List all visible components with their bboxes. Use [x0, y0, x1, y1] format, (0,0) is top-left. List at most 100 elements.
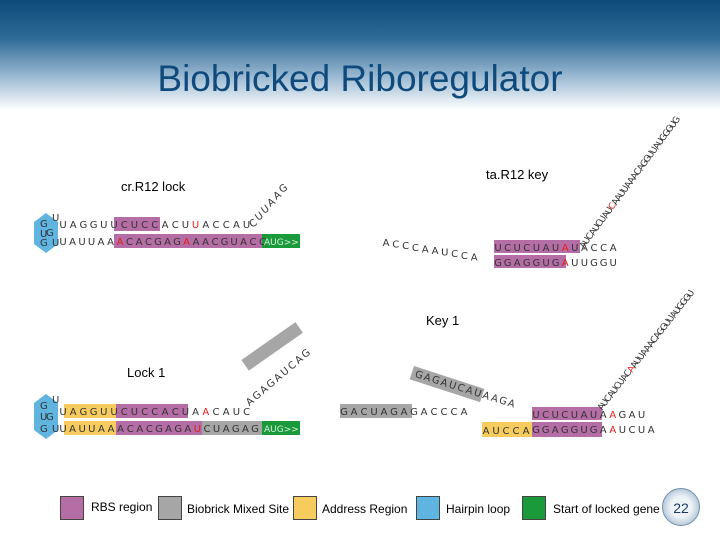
- nucleotide: A: [70, 407, 77, 418]
- lock-bottom-hairpin-loop: [34, 394, 58, 439]
- nucleotide: U: [552, 410, 559, 421]
- nucleotide: A: [652, 330, 664, 341]
- nucleotide: U: [590, 410, 597, 421]
- nucleotide: G: [174, 424, 182, 435]
- nucleotide: U: [110, 407, 117, 418]
- nucleotide: U: [532, 410, 539, 421]
- nucleotide: A: [108, 424, 115, 435]
- nucleotide: U: [610, 258, 617, 269]
- nucleotide: A: [600, 425, 607, 436]
- legend-swatch-start: [522, 496, 546, 520]
- nucleotide: C: [361, 407, 368, 418]
- nucleotide: U: [52, 395, 59, 406]
- nucleotide: C: [212, 237, 219, 248]
- nucleotide: U: [88, 237, 95, 248]
- nucleotide: C: [441, 407, 448, 418]
- nucleotide: C: [585, 232, 597, 242]
- nucleotide: G: [523, 258, 531, 269]
- nucleotide: U: [638, 425, 645, 436]
- nucleotide: C: [649, 335, 661, 345]
- nucleotide: C: [623, 369, 635, 379]
- nucleotide: G: [232, 424, 240, 435]
- nucleotide: C: [607, 201, 619, 211]
- nucleotide: A: [70, 220, 77, 231]
- nucleotide: G: [497, 395, 508, 408]
- nucleotide: G: [658, 132, 670, 143]
- nucleotide: U: [40, 229, 47, 240]
- nucleotide: A: [639, 347, 651, 358]
- nucleotide: U: [52, 424, 59, 435]
- nucleotide: A: [610, 196, 622, 207]
- nucleotide: G: [533, 258, 541, 269]
- nucleotide: U: [672, 305, 684, 315]
- nucleotide: C: [603, 394, 615, 404]
- nucleotide: A: [162, 407, 169, 418]
- key-bottom-address: [482, 422, 532, 437]
- nucleotide: C: [451, 249, 458, 260]
- lock-top: [34, 213, 300, 253]
- nucleotide: U: [514, 243, 521, 254]
- nucleotide: A: [610, 243, 617, 254]
- nucleotide: A: [609, 410, 616, 421]
- nucleotide: U: [645, 150, 657, 160]
- nucleotide: A: [136, 237, 143, 248]
- nucleotide: U: [620, 184, 632, 194]
- nucleotide: G: [221, 237, 229, 248]
- nucleotide: G: [600, 258, 608, 269]
- nucleotide: U: [40, 412, 47, 423]
- nucleotide: A: [117, 424, 124, 435]
- nucleotide: A: [461, 407, 468, 418]
- nucleotide: A: [107, 237, 114, 248]
- nucleotide: U: [542, 258, 549, 269]
- lock-bottom-biobrick-lower: [202, 421, 264, 435]
- nucleotide: U: [581, 236, 593, 246]
- nucleotide: A: [69, 424, 76, 435]
- nucleotide: U: [88, 424, 95, 435]
- nucleotide: U: [571, 243, 578, 254]
- lock-top-start-gene: [262, 234, 300, 248]
- nucleotide: G: [155, 424, 163, 435]
- nucleotide: U: [213, 424, 220, 435]
- nucleotide: G: [675, 301, 687, 312]
- nucleotide: U: [100, 407, 107, 418]
- nucleotide: C: [145, 237, 152, 248]
- nucleotide: C: [591, 243, 598, 254]
- nucleotide: A: [552, 425, 559, 436]
- nucleotide: A: [543, 243, 550, 254]
- key-bottom-label: Key 1: [426, 313, 460, 328]
- nucleotide: A: [422, 372, 432, 385]
- nucleotide: G: [671, 115, 683, 126]
- nucleotide: U: [182, 220, 189, 231]
- nucleotide: U: [685, 289, 697, 299]
- nucleotide: U: [655, 137, 667, 147]
- nucleotide: C: [121, 220, 128, 231]
- lock-bottom-start-text: AUG>>: [264, 425, 299, 435]
- nucleotide: G: [532, 425, 540, 436]
- nucleotide: A: [136, 424, 143, 435]
- nucleotide: A: [601, 209, 613, 220]
- nucleotide: A: [164, 237, 171, 248]
- nucleotide: C: [513, 426, 520, 437]
- nucleotide: U: [591, 223, 603, 233]
- nucleotide: U: [192, 220, 199, 231]
- nucleotide: G: [173, 237, 181, 248]
- nucleotide: A: [489, 393, 499, 406]
- nucleotide: A: [421, 407, 428, 418]
- nucleotide: U: [571, 258, 578, 269]
- nucleotide: U: [616, 377, 628, 387]
- legend-label-address: Address Region: [322, 502, 408, 516]
- nucleotide: A: [223, 407, 230, 418]
- nucleotide: A: [351, 407, 358, 418]
- nucleotide: C: [259, 237, 266, 248]
- nucleotide: G: [80, 220, 88, 231]
- nucleotide: U: [243, 220, 250, 231]
- nucleotide: A: [643, 343, 655, 354]
- legend-label-rbs: RBS region: [91, 500, 153, 514]
